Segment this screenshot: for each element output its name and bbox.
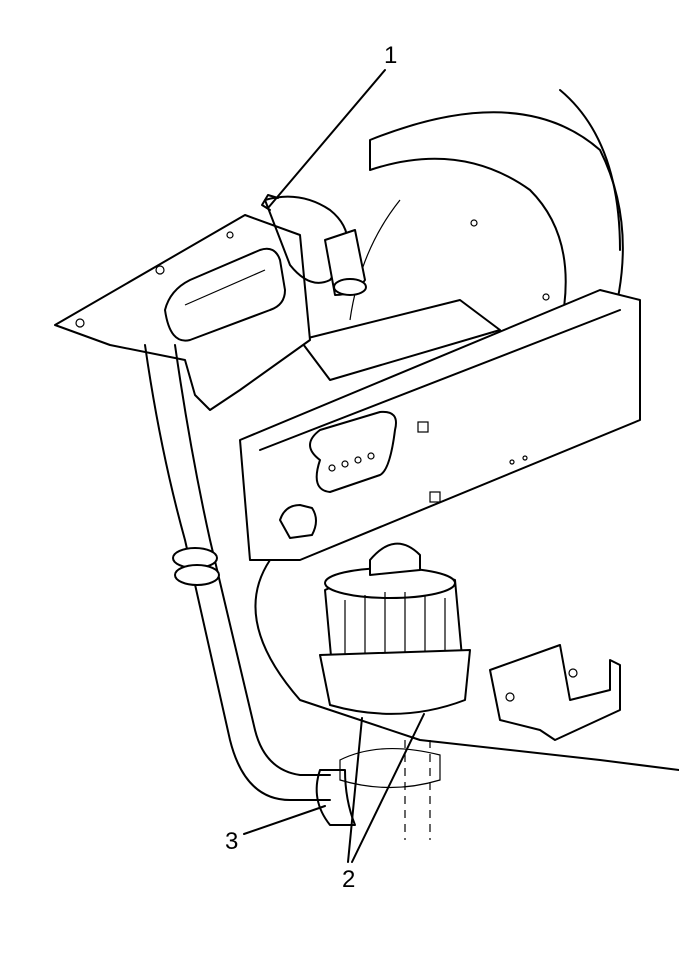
air-injection-pump xyxy=(315,542,471,840)
callout-2: 2 xyxy=(342,866,356,893)
leader-lines xyxy=(243,69,425,863)
bracket xyxy=(54,214,311,411)
callout-1: 1 xyxy=(384,42,398,69)
air-pipe xyxy=(144,194,367,801)
body-panel xyxy=(349,89,624,331)
crossmember xyxy=(239,289,679,771)
callout-3: 3 xyxy=(225,828,239,855)
bracket-right xyxy=(489,644,621,741)
